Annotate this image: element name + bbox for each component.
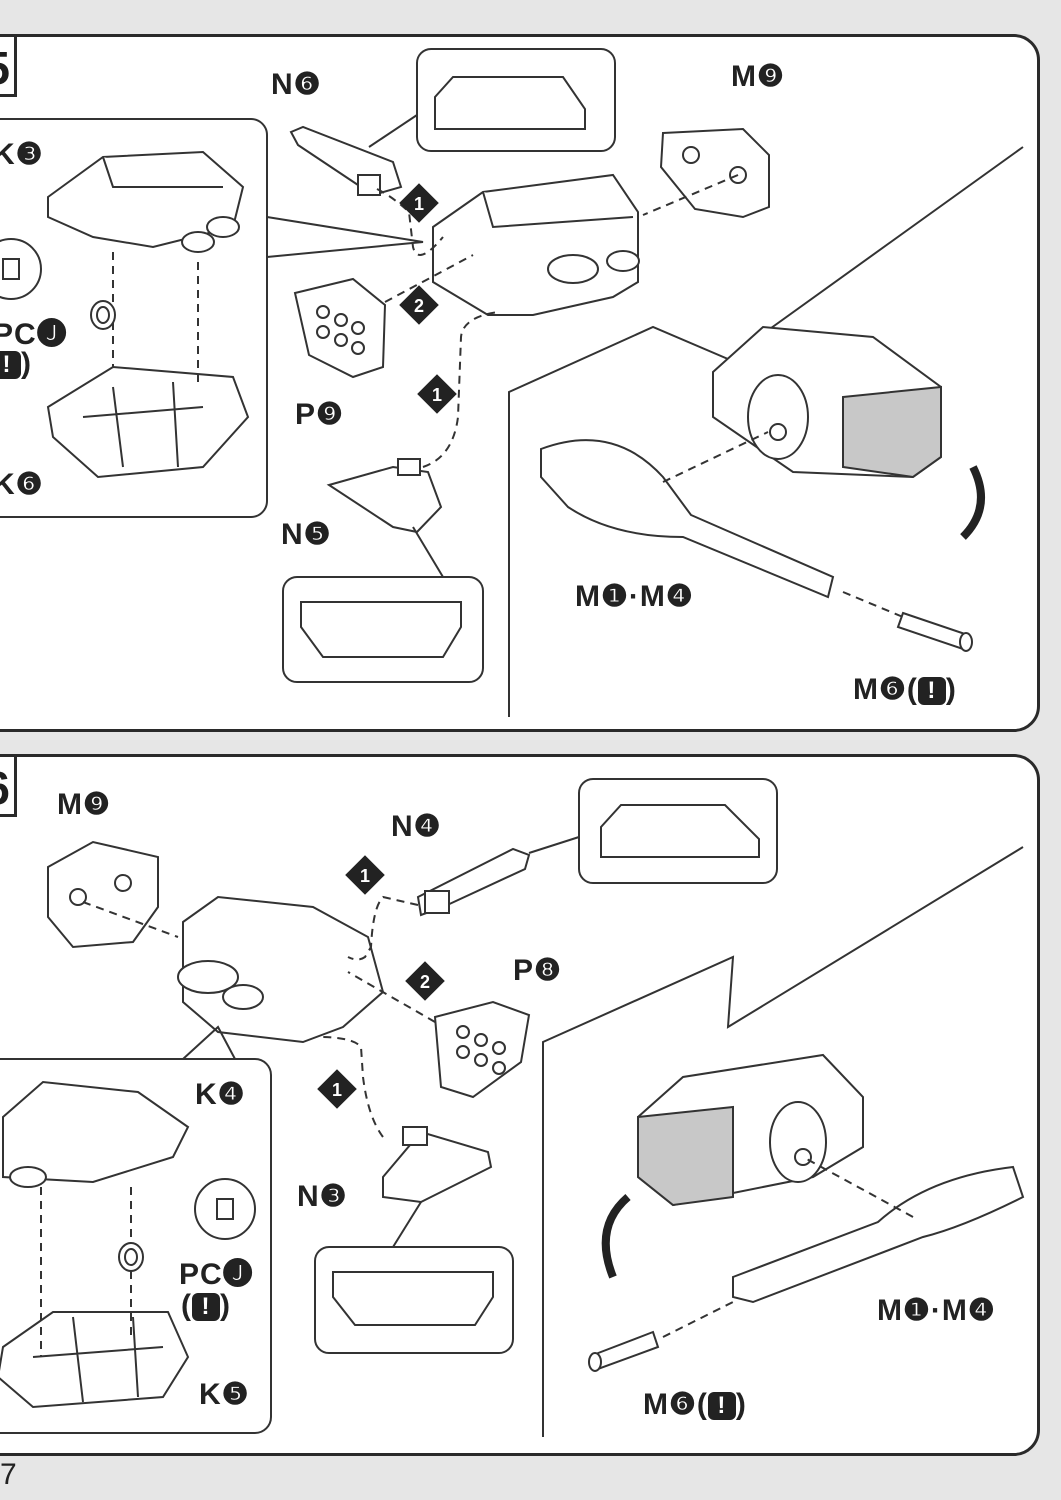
n6-part (289, 125, 403, 197)
order-2: 2 (414, 296, 424, 316)
order-1b: 1 (432, 385, 442, 405)
step-6-illustration: 1 2 1 (0, 778, 1025, 1437)
central-body-part (177, 895, 385, 1044)
order-1a: 1 (414, 194, 424, 214)
caution-icon: ! (192, 1293, 220, 1322)
k3-part (47, 150, 245, 253)
central-body-part (432, 173, 640, 316)
order-markers (399, 183, 457, 414)
label-n3: N❸ (297, 1180, 348, 1213)
label-pc: PC🅙 (179, 1258, 254, 1291)
label-m6: M❻(!) (853, 673, 957, 706)
label-m9: M❾ (731, 60, 785, 93)
label-m6-text: M❻ (853, 673, 907, 706)
caution-badge: (!) (181, 1289, 231, 1322)
label-m6: M❻(!) (643, 1388, 747, 1421)
order-2: 2 (420, 972, 430, 992)
caution-badge: !) (0, 347, 32, 381)
label-p8: P❽ (513, 954, 562, 987)
assembled-body-part (712, 325, 942, 479)
label-n4: N❹ (391, 810, 442, 843)
caution-icon: ! (707, 1392, 736, 1421)
m9-part (659, 127, 770, 219)
label-m9: M❾ (57, 788, 111, 821)
m6-pin (588, 1330, 660, 1372)
assembled-body-part (637, 1053, 864, 1207)
step-5-panel: 5 (0, 34, 1040, 732)
step-number: 6 (0, 757, 17, 817)
label-k3: K❸ (0, 138, 44, 171)
label-m1-m4: M❶·M❹ (877, 1294, 996, 1327)
label-n6: N❻ (271, 68, 322, 101)
step-5-illustration: 1 2 1 (0, 48, 1024, 717)
order-1b: 1 (332, 1080, 342, 1100)
k5-part (0, 1311, 190, 1409)
label-p9: P❾ (295, 398, 344, 431)
k6-part (46, 365, 250, 479)
caution-icon: ! (0, 351, 21, 380)
step-6-panel: 6 (0, 754, 1040, 1456)
label-m1-m4: M❶·M❹ (575, 580, 694, 613)
p9-part (293, 277, 387, 379)
m1-m4-arm (732, 1165, 1025, 1304)
p8-part (433, 1000, 531, 1099)
label-n5: N❺ (281, 518, 332, 551)
label-pc: PC🅙 (0, 318, 68, 351)
caution-icon: ! (917, 677, 946, 706)
page-number: 7 (0, 1458, 17, 1491)
label-m6-text: M❻ (643, 1388, 697, 1421)
label-k6: K❻ (0, 468, 44, 501)
m9-part (47, 840, 159, 949)
n4-part (416, 847, 531, 917)
n5-part (326, 458, 443, 534)
k4-part (2, 1080, 190, 1188)
step-number: 5 (0, 37, 17, 97)
label-k5: K❺ (199, 1378, 250, 1411)
n3-part (382, 1126, 493, 1204)
order-1a: 1 (360, 866, 370, 886)
label-k4: K❹ (195, 1078, 246, 1111)
m6-pin (896, 611, 973, 652)
m1-m4-arm (540, 439, 835, 599)
